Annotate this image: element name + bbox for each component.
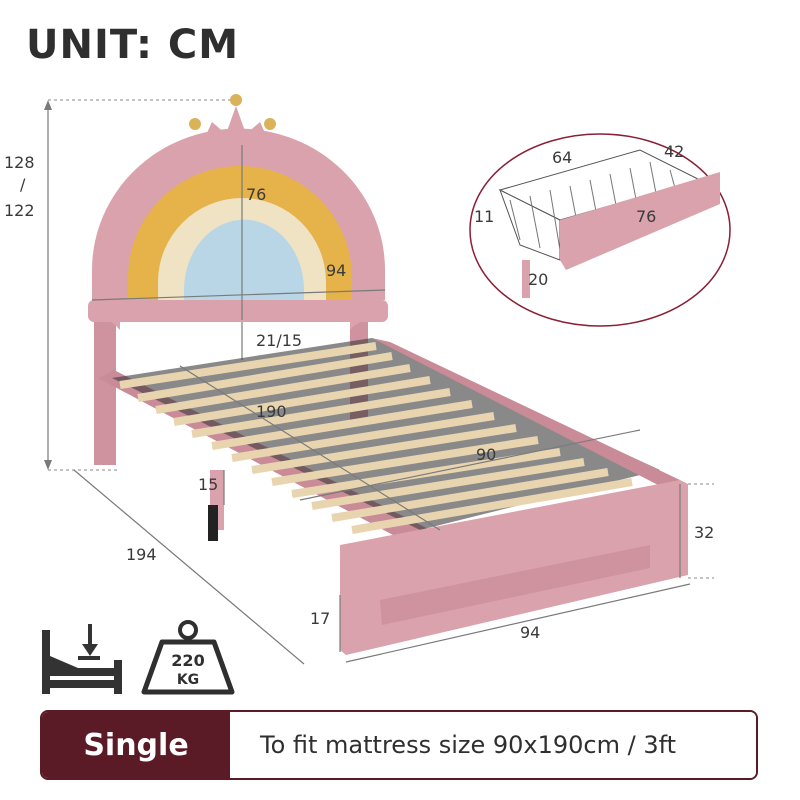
headboard bbox=[88, 128, 388, 330]
capacity-value: 220 bbox=[171, 651, 204, 670]
slat-height-label: 21/15 bbox=[256, 331, 302, 350]
headboard-height-label: 76 bbox=[246, 185, 266, 204]
bed-length-label: 194 bbox=[126, 545, 157, 564]
unit-title: UNIT: CM bbox=[26, 22, 240, 68]
footboard-height-label: 32 bbox=[694, 523, 714, 542]
drawer-front-height-label: 20 bbox=[528, 270, 548, 289]
headboard-left-leg bbox=[94, 300, 116, 465]
headboard-width-label: 94 bbox=[326, 261, 346, 280]
support-leg bbox=[208, 505, 218, 541]
overall-height-label: 128 bbox=[4, 153, 35, 172]
mattress-length-label: 190 bbox=[256, 402, 287, 421]
capacity-unit: KG bbox=[177, 672, 199, 688]
weight-capacity-icon bbox=[141, 620, 235, 695]
drawer-depth-label: 42 bbox=[664, 142, 684, 161]
footboard-width-label: 94 bbox=[520, 623, 540, 642]
slats bbox=[112, 338, 660, 534]
bed-height-icon bbox=[42, 624, 122, 694]
drawer-length-label: 64 bbox=[552, 148, 572, 167]
drawer-inner-length-label: 76 bbox=[636, 207, 656, 226]
size-banner: Single To fit mattress size 90x190cm / 3… bbox=[40, 710, 758, 780]
clearance-label: 17 bbox=[310, 609, 330, 628]
size-label: Single bbox=[42, 712, 230, 778]
mattress-fit-text: To fit mattress size 90x190cm / 3ft bbox=[230, 712, 756, 778]
overall-height-slash: / bbox=[20, 175, 26, 194]
overall-height-alt-label: 122 bbox=[4, 201, 35, 220]
side-rail-depth-label: 15 bbox=[198, 475, 218, 494]
mattress-width-label: 90 bbox=[476, 445, 496, 464]
crown-ornament bbox=[189, 94, 276, 148]
drawer-inset bbox=[469, 133, 731, 327]
drawer-height-label: 11 bbox=[474, 207, 494, 226]
